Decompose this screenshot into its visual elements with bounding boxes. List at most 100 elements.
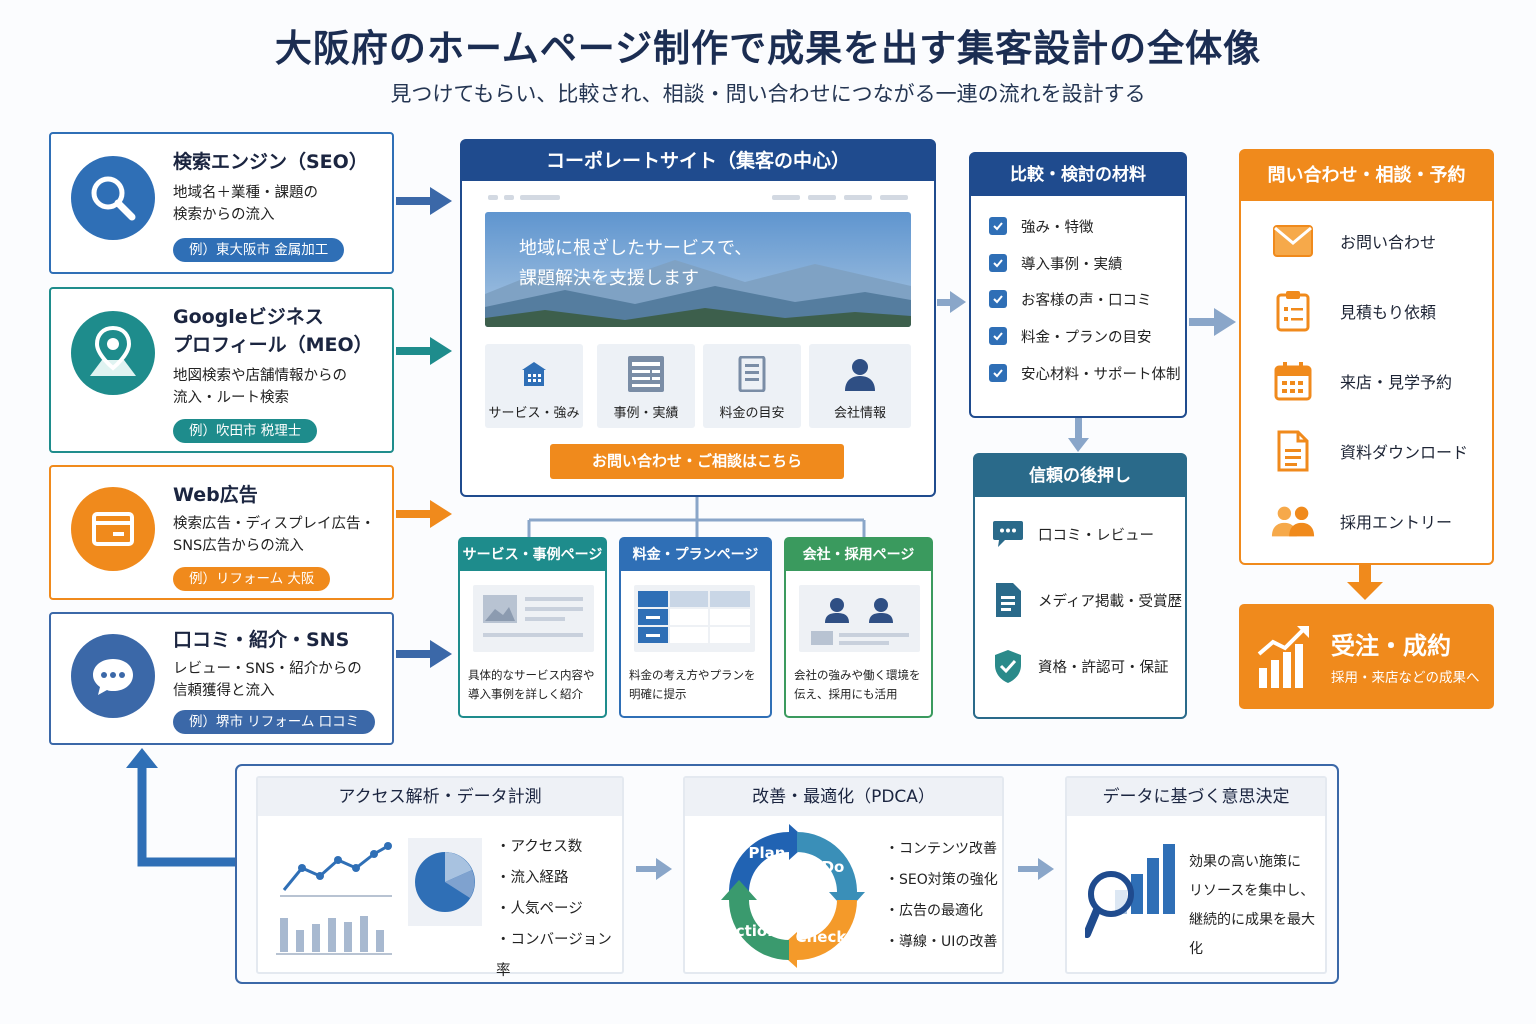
team-mockup — [799, 585, 920, 652]
pdca-plan-label: Plan — [749, 844, 786, 862]
page-title: 大阪府のホームページ制作で成果を出す集客設計の全体像 — [274, 27, 1262, 70]
result-title: 受注・成約 — [1331, 632, 1451, 660]
pdca-action-label: Action — [724, 922, 778, 940]
analysis-magnifier-icon — [1085, 844, 1175, 938]
calendar-icon — [1270, 358, 1316, 404]
feedback-loop-arrow — [126, 748, 235, 867]
decision-header: データに基づく意思決定 — [1067, 778, 1325, 816]
tile-company[interactable]: 会社情報 — [809, 344, 911, 428]
arrow-bottom-1 — [636, 858, 672, 880]
source-seo: 検索エンジン（SEO） 地域名＋業種・課題の検索からの流入 例）東大阪市 金属加… — [49, 132, 394, 274]
subpage-desc: 具体的なサービス内容や導入事例を詳しく紹介 — [468, 668, 595, 701]
arrow-to-result — [1347, 565, 1383, 600]
comparison-item: 導入事例・実績 — [989, 249, 1123, 277]
checkbox-icon — [989, 217, 1007, 235]
review-bubble-icon — [990, 516, 1026, 552]
source-example: 例）吹田市 税理士 — [173, 419, 318, 443]
document-icon — [703, 356, 801, 392]
contact-card: 問い合わせ・相談・予約 — [1239, 149, 1494, 565]
tile-label: 料金の目安 — [719, 406, 785, 421]
subpage-service[interactable]: サービス・事例ページ 具体的なサービス内容や導入事例を詳しく紹介 — [458, 537, 607, 718]
trust-item: メディア掲載・受賞歴 — [990, 582, 1182, 618]
arrow-sns — [396, 640, 452, 668]
analytics-panel: アクセス解析・データ計測 ・アクセス数・流入経路・人気ページ・コンバージョン率 — [256, 776, 624, 979]
contact-item-visit[interactable]: 来店・見学予約 — [1270, 358, 1452, 404]
comparison-item: 安心材料・サポート体制 — [989, 359, 1181, 387]
result-card: 受注・成約 採用・来店などの成果へ — [1239, 604, 1494, 709]
contact-item-quote[interactable]: 見積もり依頼 — [1270, 288, 1436, 334]
source-title: Googleビジネスプロフィール（MEO） — [173, 306, 373, 356]
line-chart-icon — [276, 842, 392, 955]
browser-bar — [488, 195, 908, 200]
checkbox-icon — [989, 290, 1007, 308]
tile-label: 事例・実績 — [613, 406, 679, 421]
tile-price[interactable]: 料金の目安 — [703, 344, 801, 428]
contact-item-inquiry[interactable]: お問い合わせ — [1270, 218, 1436, 264]
subpage-company[interactable]: 会社・採用ページ 会社の強みや働く環境を伝え、採用にも活用 — [784, 537, 933, 718]
subpage-desc: 会社の強みや働く環境を伝え、採用にも活用 — [794, 668, 921, 701]
arrow-meo — [396, 337, 452, 365]
subpage-title: 会社・採用ページ — [786, 539, 931, 571]
pdca-cycle-diagram: Plan Do Check Action — [721, 824, 865, 968]
pdca-header: 改善・最適化（PDCA） — [685, 778, 1002, 816]
hero-text: 地域に根ざしたサービスで、課題解決を支援します — [519, 238, 753, 289]
chat-bubble-icon — [71, 634, 155, 718]
page-mockup — [473, 585, 594, 652]
decision-desc: 効果の高い施策にリソースを集中し、継続的に成果を最大化 — [1189, 854, 1315, 957]
comparison-item: 強み・特徴 — [989, 212, 1094, 240]
person-icon — [809, 356, 911, 392]
tile-label: 会社情報 — [833, 406, 886, 421]
pdca-check-label: Check — [796, 928, 848, 946]
trust-header: 信頼の後押し — [975, 455, 1185, 497]
tile-service[interactable]: サービス・強み — [485, 344, 583, 428]
comparison-item: お客様の声・口コミ — [989, 285, 1152, 313]
source-title: 口コミ・紹介・SNS — [173, 629, 350, 651]
contact-item-recruit[interactable]: 採用エントリー — [1270, 498, 1452, 544]
tile-cases[interactable]: 事例・実績 — [597, 344, 695, 428]
hero-banner: 地域に根ざしたサービスで、課題解決を支援します — [485, 212, 911, 327]
source-title: 検索エンジン（SEO） — [173, 151, 368, 173]
comparison-item: 料金・プランの目安 — [989, 322, 1152, 350]
subpage-title: 料金・プランページ — [621, 539, 770, 571]
source-example: 例）堺市 リフォーム 口コミ — [173, 710, 376, 734]
people-icon — [1270, 498, 1316, 544]
checkbox-icon — [989, 254, 1007, 272]
subpage-desc: 料金の考え方やプランを明確に提示 — [629, 668, 756, 701]
subpage-tree — [527, 497, 866, 537]
map-pin-icon — [71, 311, 155, 395]
building-icon — [485, 356, 583, 392]
source-title: Web広告 — [173, 484, 258, 506]
arrow-seo — [396, 187, 452, 215]
arrow-to-comparison — [937, 291, 966, 313]
cta-contact-button[interactable]: お問い合わせ・ご相談はこちら — [550, 444, 844, 479]
pricing-table-mockup — [634, 585, 755, 652]
source-desc: 検索広告・ディスプレイ広告・SNS広告からの流入 — [173, 516, 375, 554]
mountain-landscape-image — [485, 212, 911, 327]
contact-item-download[interactable]: 資料ダウンロード — [1270, 428, 1468, 474]
search-icon — [71, 156, 155, 240]
document-list-icon — [597, 356, 695, 392]
source-ads: Web広告 検索広告・ディスプレイ広告・SNS広告からの流入 例）リフォーム 大… — [49, 465, 394, 600]
file-icon — [1270, 428, 1316, 474]
trust-item: 資格・許認可・保証 — [990, 648, 1169, 684]
subpage-title: サービス・事例ページ — [460, 539, 605, 571]
mail-icon — [1270, 218, 1316, 264]
arrow-bottom-2 — [1018, 858, 1054, 880]
shield-check-icon — [990, 648, 1026, 684]
pdca-do-label: Do — [822, 858, 845, 876]
clipboard-icon — [1270, 288, 1316, 334]
checkbox-icon — [989, 364, 1007, 382]
analytics-frame — [235, 764, 1339, 984]
tile-label: サービス・強み — [488, 406, 580, 421]
source-desc: 地域名＋業種・課題の検索からの流入 — [173, 185, 318, 223]
decision-panel: データに基づく意思決定 効果の高い施策にリソースを集中し、継続的に成果を最大化 — [1065, 776, 1327, 974]
source-sns: 口コミ・紹介・SNS レビュー・SNS・紹介からの信頼獲得と流入 例）堺市 リフ… — [49, 612, 394, 745]
media-document-icon — [990, 582, 1026, 618]
pie-chart-icon — [408, 838, 482, 926]
result-desc: 採用・来店などの成果へ — [1331, 670, 1480, 686]
subpage-pricing[interactable]: 料金・プランページ 料金の考え方やプランを明確に提示 — [619, 537, 772, 718]
source-desc: レビュー・SNS・紹介からの信頼獲得と流入 — [173, 661, 362, 699]
pdca-list: ・コンテンツ改善・SEO対策の強化・広告の最適化・導線・UIの改善 — [885, 841, 998, 950]
arrow-to-contact — [1189, 308, 1236, 336]
